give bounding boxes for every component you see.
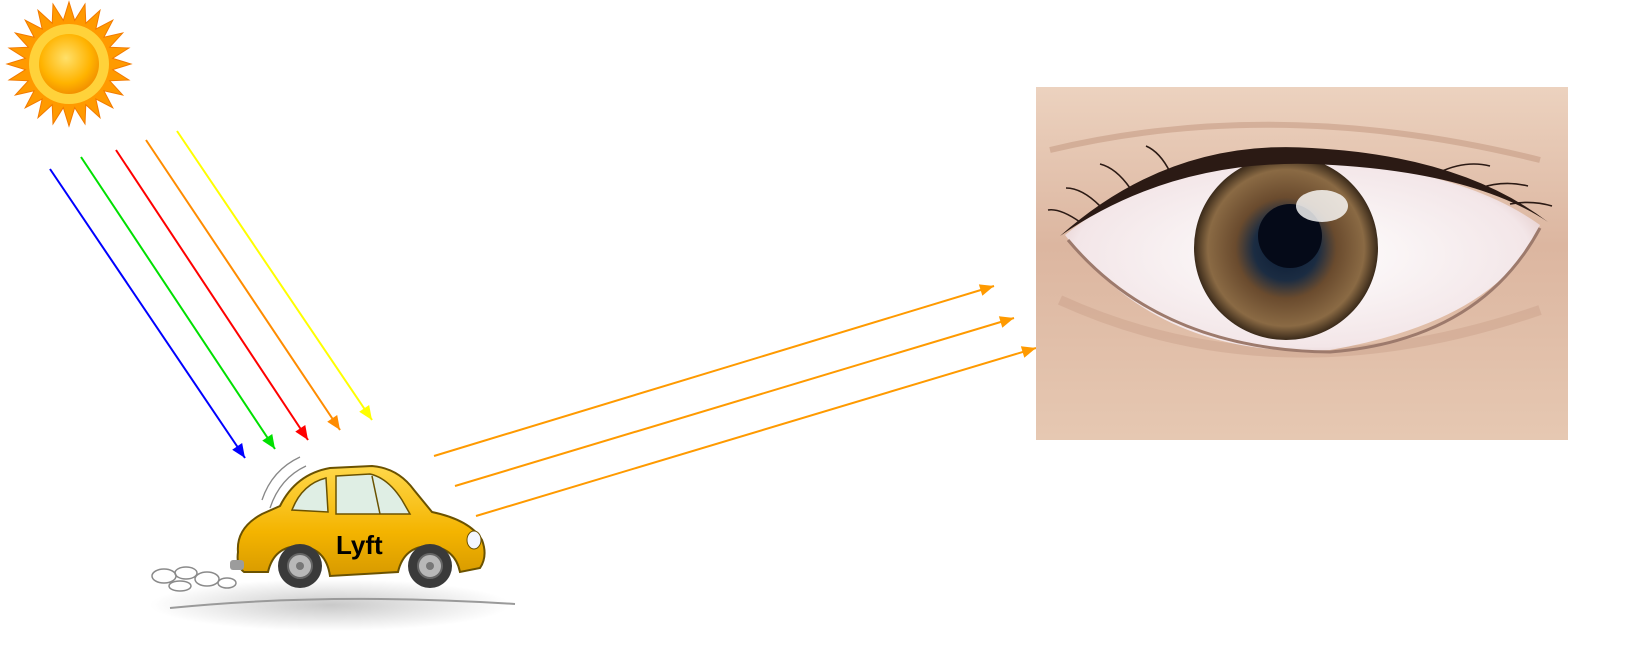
incoming-light-rays bbox=[50, 131, 372, 458]
sun-icon bbox=[7, 2, 131, 126]
car-icon: Lyft bbox=[150, 457, 515, 631]
car-wheel-rear bbox=[278, 544, 322, 588]
incoming-ray-3 bbox=[116, 150, 308, 440]
eye-icon bbox=[1036, 87, 1568, 440]
car-wheel-front bbox=[408, 544, 452, 588]
car-headlight bbox=[467, 531, 481, 549]
sun-core bbox=[39, 34, 99, 94]
reflected-ray-3 bbox=[476, 346, 1036, 516]
reflected-ray-2 bbox=[455, 316, 1014, 486]
eye-highlight bbox=[1296, 190, 1348, 222]
car-label: Lyft bbox=[336, 530, 383, 560]
incoming-ray-5 bbox=[177, 131, 372, 420]
incoming-ray-1 bbox=[50, 169, 245, 458]
incoming-ray-4 bbox=[146, 140, 340, 430]
reflected-light-rays bbox=[434, 284, 1036, 516]
car-bumper bbox=[230, 560, 244, 570]
exhaust-icon bbox=[152, 567, 236, 591]
incoming-ray-2 bbox=[81, 157, 275, 449]
reflected-ray-1 bbox=[434, 284, 994, 456]
